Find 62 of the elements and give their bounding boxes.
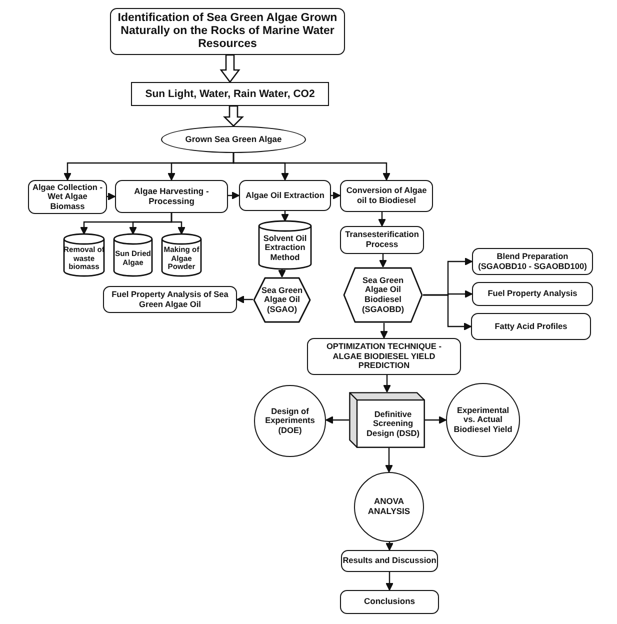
arrow bbox=[385, 542, 394, 550]
process-box bbox=[307, 338, 461, 375]
cube-node bbox=[349, 392, 425, 448]
node-text: ANOVA ANALYSIS bbox=[366, 497, 412, 517]
arrow bbox=[378, 254, 388, 268]
node-text: Fuel Property Analysis of Sea Green Algae Oil bbox=[110, 290, 230, 310]
node-text: Sea Green Algae Oil Biodiesel (SGAOBD) bbox=[361, 276, 405, 314]
arrow bbox=[236, 295, 253, 304]
node-text: Solvent Oil Extraction Method bbox=[262, 234, 308, 262]
node-text: Algae Harvesting - Processing bbox=[133, 186, 210, 206]
process-box bbox=[131, 82, 329, 106]
process-box bbox=[115, 180, 228, 213]
arrow bbox=[278, 269, 286, 278]
arrow bbox=[326, 416, 349, 424]
arrow bbox=[378, 212, 386, 226]
hollow-arrow bbox=[220, 54, 240, 84]
process-box bbox=[472, 282, 593, 306]
arrow bbox=[331, 191, 340, 200]
node-text: Design of Experiments (DOE) bbox=[264, 406, 316, 436]
node-text: Sea Green Algae Oil (SGAO) bbox=[260, 286, 304, 314]
node-text: Grown Sea Green Algae bbox=[185, 134, 282, 144]
arrow bbox=[423, 294, 472, 331]
process-box bbox=[340, 180, 433, 212]
cylinder-node bbox=[63, 234, 105, 276]
arrow bbox=[170, 213, 186, 234]
arrow bbox=[385, 572, 394, 590]
process-box bbox=[340, 590, 439, 614]
node-text: Transesterification Process bbox=[344, 230, 420, 250]
process-box bbox=[340, 226, 424, 254]
node-text: OPTIMIZATION TECHNIQUE - ALGAE BIODIESEL YIELD PREDICTION bbox=[325, 342, 443, 371]
node-text: Sun Light, Water, Rain Water, CO2 bbox=[145, 88, 315, 100]
node-text: Conversion of Algae oil to Biodiesel bbox=[345, 186, 428, 206]
process-box bbox=[472, 248, 593, 275]
node-text: Blend Preparation (SGAOBD10 - SGAOBD100) bbox=[477, 252, 588, 272]
arrow bbox=[384, 448, 394, 472]
node-text: Experimental vs. Actual Biodiesel Yield bbox=[452, 406, 514, 434]
node-text: Definitive Screening Design (DSD) bbox=[365, 410, 420, 438]
arrow bbox=[380, 323, 388, 338]
node-text: Results and Discussion bbox=[342, 556, 436, 566]
cylinder-node bbox=[258, 221, 312, 269]
arrow bbox=[425, 416, 446, 424]
node-text: Algae Oil Extraction bbox=[246, 190, 324, 200]
hexagon-node bbox=[343, 267, 423, 323]
node-text: Fuel Property Analysis bbox=[488, 289, 578, 299]
node-text: Fatty Acid Profiles bbox=[494, 322, 568, 332]
process-box bbox=[103, 286, 237, 313]
arrow bbox=[107, 192, 116, 201]
node-text: Algae Collection - Wet Algae Biomass bbox=[31, 182, 104, 212]
process-box bbox=[239, 180, 331, 211]
process-box bbox=[110, 8, 345, 55]
node-text: Identification of Sea Green Algae Grown Naturally on the Rocks of Marine Water Resources bbox=[117, 12, 338, 52]
cylinder-node bbox=[161, 234, 202, 276]
process-box bbox=[341, 550, 438, 572]
node-text: Conclusions bbox=[364, 597, 415, 607]
hollow-arrow bbox=[222, 105, 244, 127]
hexagon-node bbox=[253, 277, 311, 323]
arrow bbox=[232, 153, 391, 180]
arrow bbox=[228, 191, 240, 200]
arrow bbox=[382, 375, 392, 392]
arrow bbox=[280, 211, 290, 222]
cylinder-node bbox=[113, 234, 153, 276]
process-box bbox=[471, 313, 591, 340]
